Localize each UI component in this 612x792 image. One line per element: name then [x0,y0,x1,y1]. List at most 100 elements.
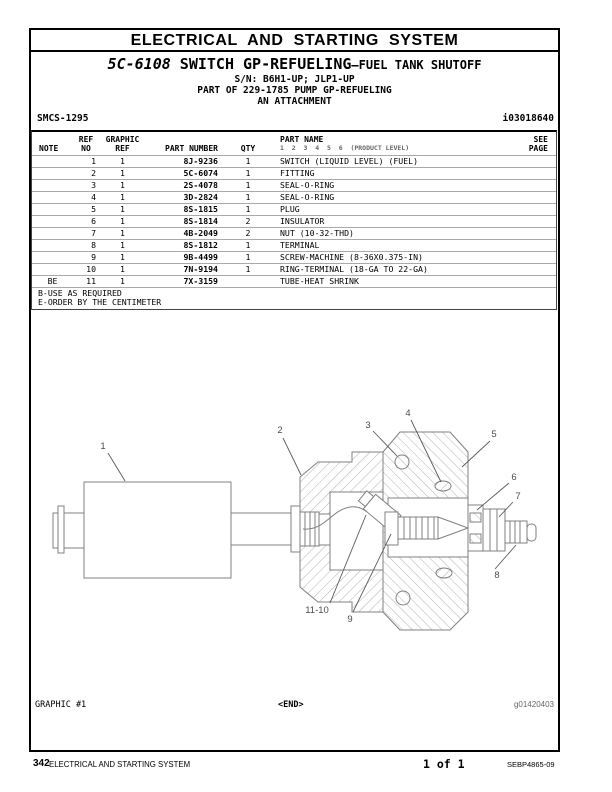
cell-note [32,179,73,192]
cell-ref-no: 4 [73,191,99,204]
page-title: ELECTRICAL AND STARTING SYSTEM [31,30,558,52]
attachment-line: AN ATTACHMENT [257,96,332,107]
callout-leader-1 [107,452,126,482]
callout-label-8: 8 [494,570,499,581]
screw-tip [437,516,470,540]
footer-page-of: 1 of 1 [423,757,465,771]
cell-part-name: PLUG [270,203,475,216]
footer-page-number: 342 [33,758,50,769]
cell-ref-no: 7 [73,227,99,240]
graphic-caption: GRAPHIC #1 <END> g01420403 [31,700,558,712]
cell-note [32,155,73,168]
switch-shaft [230,512,293,546]
callout-leader-3 [372,430,398,457]
end-marker: <END> [278,700,304,710]
cell-part-name: NUT (10-32-THD) [270,227,475,240]
cell-part-name: FITTING [270,167,475,180]
cell-note [32,203,73,216]
callout-label-9: 9 [347,614,352,625]
cell-graphic-ref: 1 [99,167,146,180]
cell-part-number: 8S-1814 [146,215,218,228]
cell-ref-no: 3 [73,179,99,192]
cell-part-name: TERMINAL [270,239,475,252]
cell-note [32,227,73,240]
switch-body [83,481,232,579]
cell-see-page [475,275,556,287]
title-block: 5C-6108 SWITCH GP-REFUELING—FUEL TANK SH… [31,52,558,108]
cell-part-number: 9B-4499 [146,251,218,264]
part-group-title: 5C-6108 SWITCH GP-REFUELING—FUEL TANK SH… [31,56,558,74]
cell-part-number: 7N-9194 [146,263,218,276]
screw-head [384,511,399,546]
col-header-see-line2: PAGE [528,144,548,153]
cell-ref-no: 11 [73,275,99,287]
cell-note [32,239,73,252]
lead-wire [302,506,368,530]
cell-see-page [475,167,556,180]
title-dash: — [351,58,359,72]
cell-part-number: 4B-2049 [146,227,218,240]
cell-see-page [475,227,556,240]
part-group-name: SWITCH GP-REFUELING [170,55,352,73]
callout-label-4: 4 [405,408,410,419]
callout-leader-4 [410,419,442,483]
insulator-upper [469,512,482,523]
col-header-ref-line2: NO [81,144,91,153]
cell-note: BE [32,275,73,287]
cell-part-name: RING-TERMINAL (18-GA TO 22-GA) [270,263,475,276]
cell-graphic-ref: 1 [99,191,146,204]
cell-see-page [475,239,556,252]
cell-part-number: 8J-9236 [146,155,218,168]
cell-qty: 2 [218,227,270,240]
cell-part-number: 5C-6074 [146,167,218,180]
cell-part-number: 2S-4078 [146,179,218,192]
graphic-label: GRAPHIC #1 [35,700,87,710]
footnote-e: E-ORDER BY THE CENTIMETER [38,297,162,307]
nut [482,508,506,552]
cell-ref-no: 6 [73,215,99,228]
callout-leader-6 [476,482,510,511]
cell-part-name: SEAL-O-RING [270,191,475,204]
callout-label-2: 2 [277,425,282,436]
meta-row: SMCS-1295 i03018640 [31,107,558,127]
seal-lower [435,567,453,579]
cell-see-page [475,251,556,264]
cell-see-page [475,155,556,168]
cell-graphic-ref: 1 [99,179,146,192]
cell-ref-no: 10 [73,263,99,276]
graphic-id: g01420403 [513,700,554,709]
collar-flange [290,505,301,553]
cell-note [32,215,73,228]
cell-graphic-ref: 1 [99,155,146,168]
col-header-see-line1: SEE [533,135,548,144]
callout-leader-7 [498,501,514,518]
part-name-header: PART NAME [280,135,324,144]
callout-label-1: 1 [100,441,105,452]
part-group-suffix: FUEL TANK SHUTOFF [358,58,482,72]
cell-part-number: 3D-2824 [146,191,218,204]
col-header-qty: QTY [240,144,256,153]
cell-ref-no: 1 [73,155,99,168]
part-of-line: PART OF 229-1785 PUMP GP-REFUELING [197,85,392,96]
cell-ref-no: 9 [73,251,99,264]
cell-see-page [475,203,556,216]
cell-note [32,167,73,180]
col-header-part-number: PART NUMBER [165,144,218,153]
cell-qty [218,275,270,287]
table-footnotes: B-USE AS REQUIRED E-ORDER BY THE CENTIME… [32,287,556,309]
